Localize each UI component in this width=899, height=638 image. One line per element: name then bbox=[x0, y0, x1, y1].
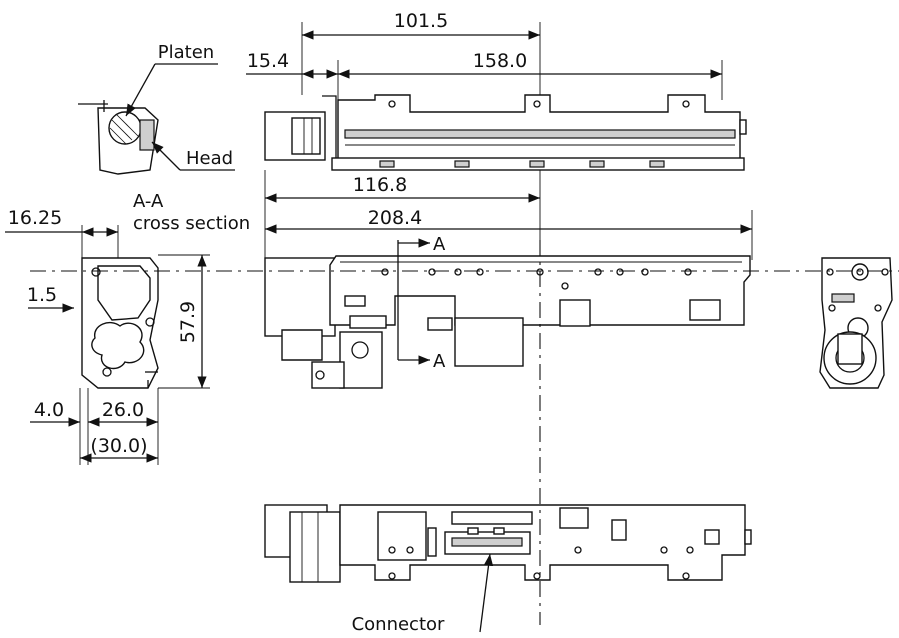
connector-housing-top bbox=[451, 511, 533, 525]
front-view bbox=[264, 238, 751, 389]
section-title: A-A bbox=[133, 191, 164, 212]
platen-leader bbox=[125, 63, 156, 117]
head-leader bbox=[151, 141, 181, 171]
print-head bbox=[139, 119, 155, 151]
platen-roller bbox=[108, 111, 142, 145]
right-side-view bbox=[819, 257, 893, 389]
mid-dimensions bbox=[264, 170, 753, 260]
dim-158-0: 158.0 bbox=[473, 50, 527, 72]
dim-101-5: 101.5 bbox=[394, 10, 448, 32]
section-marker-bottom: A bbox=[433, 351, 446, 372]
a-a-cross-section bbox=[78, 63, 235, 175]
dim-1-5: 1.5 bbox=[27, 284, 57, 306]
left-side-view bbox=[5, 225, 210, 465]
dim-4-0: 4.0 bbox=[34, 399, 64, 421]
connector-label: Connector bbox=[352, 614, 445, 635]
dim-116-8: 116.8 bbox=[353, 174, 407, 196]
connector-block-front bbox=[454, 317, 524, 367]
head-label: Head bbox=[186, 148, 233, 169]
frame-bottom-view bbox=[339, 504, 746, 581]
motor-front bbox=[264, 257, 336, 337]
center-lines bbox=[30, 240, 899, 625]
bottom-view bbox=[264, 504, 752, 633]
dim-26-0: 26.0 bbox=[102, 399, 144, 421]
dim-30-0: (30.0) bbox=[90, 435, 147, 457]
section-subtitle: cross section bbox=[133, 213, 250, 234]
platen-label: Platen bbox=[158, 42, 214, 63]
connector-leader bbox=[479, 553, 494, 633]
top-view bbox=[246, 22, 747, 250]
dim-15-4: 15.4 bbox=[247, 50, 289, 72]
section-marker-top: A bbox=[433, 234, 446, 255]
dim-57-9: 57.9 bbox=[177, 301, 199, 343]
dim-208-4: 208.4 bbox=[368, 207, 422, 229]
dim-16-25: 16.25 bbox=[8, 207, 62, 229]
